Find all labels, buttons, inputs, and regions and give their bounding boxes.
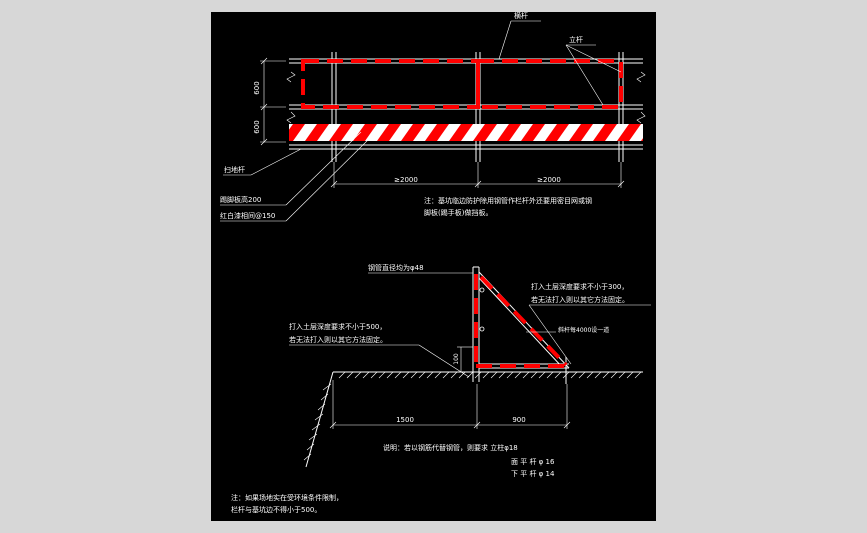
note-top-2: 脚板(踢手板)做挡板。 bbox=[424, 208, 492, 217]
label-post: 立杆 bbox=[569, 35, 583, 44]
red-dashed-frames bbox=[301, 59, 623, 109]
brace-note: 斜杆每4000设一道 bbox=[558, 326, 609, 334]
desc-line-2: 面 平 杆 φ 16 bbox=[511, 457, 555, 466]
bottom-note-1: 注：如果场地实在受环境条件限制， bbox=[231, 493, 343, 502]
embed-right-1: 打入土层深度要求不小于300， bbox=[531, 282, 628, 291]
label-toe-board-2: 红白漆相间@150 bbox=[220, 211, 275, 220]
dim-post-100: 100 bbox=[453, 353, 460, 365]
embed-left-1: 打入土层深度要求不小于500， bbox=[289, 322, 386, 331]
guardrail-drawing: 600 600 ≥2000 ≥2000 横杆 立杆 扫地杆 踢脚板高200 红白… bbox=[220, 12, 651, 514]
dim-upper-height: 600 bbox=[253, 81, 261, 94]
embed-left-2: 若无法打入则以其它方法固定。 bbox=[289, 335, 387, 344]
dim-ground-left: 1500 bbox=[396, 416, 414, 424]
break-marks bbox=[286, 71, 646, 124]
span-dimensions bbox=[330, 162, 625, 188]
dim-lower-height: 600 bbox=[253, 120, 261, 133]
desc-line-1: 说明：若以钢筋代替钢管，则要求 立柱φ18 bbox=[383, 443, 518, 452]
bottom-note-2: 栏杆与基坑边不得小于500。 bbox=[231, 505, 321, 514]
toe-board bbox=[289, 124, 643, 141]
embed-right-2: 若无法打入则以其它方法固定。 bbox=[531, 295, 629, 304]
ground-dimensions bbox=[329, 380, 571, 429]
label-pipe-diameter: 钢管直径均为φ48 bbox=[368, 263, 424, 272]
label-sweep-bar: 扫地杆 bbox=[224, 165, 245, 174]
drawing-sheet: 600 600 ≥2000 ≥2000 横杆 立杆 扫地杆 踢脚板高200 红白… bbox=[211, 12, 656, 521]
section-red-dashes bbox=[474, 274, 569, 368]
dim-span-left: ≥2000 bbox=[394, 176, 418, 184]
label-crossbar: 横杆 bbox=[514, 12, 528, 20]
ground bbox=[303, 371, 643, 468]
section-post bbox=[472, 266, 485, 382]
dim-ground-right: 900 bbox=[512, 416, 525, 424]
label-toe-board-1: 踢脚板高200 bbox=[220, 195, 261, 204]
desc-line-3: 下 平 杆 φ 14 bbox=[511, 469, 555, 478]
note-top-1: 注：基坑临边防护除用钢管作栏杆外还要用密目网或钢 bbox=[424, 196, 592, 205]
vertical-dimensions bbox=[260, 57, 286, 146]
dim-span-right: ≥2000 bbox=[537, 176, 561, 184]
